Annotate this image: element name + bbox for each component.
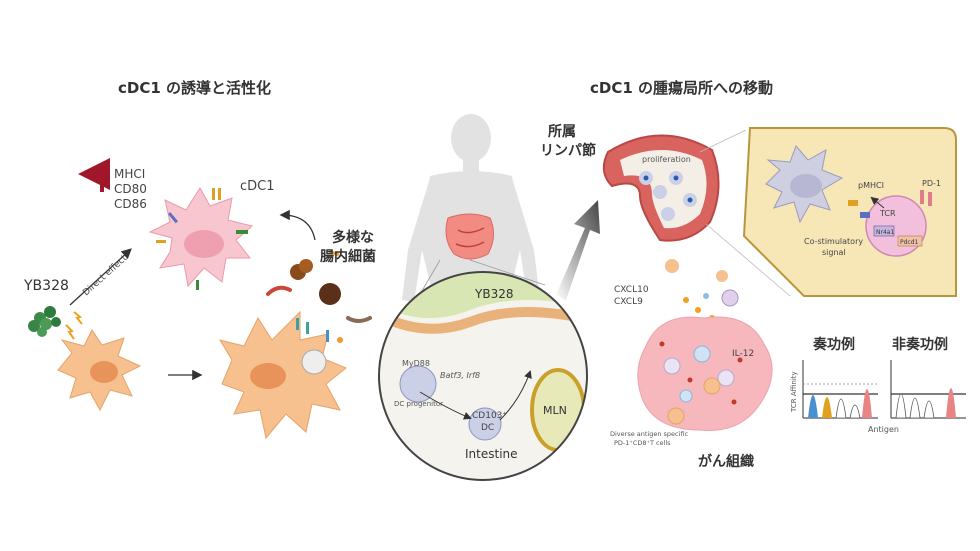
microbiota-label-2: 腸内細菌 bbox=[320, 248, 376, 265]
yb328-label: YB328 bbox=[23, 278, 69, 294]
direct-effect-label: Direct effect bbox=[81, 253, 129, 298]
zoom-batf3: Batf3, Irf8 bbox=[440, 371, 480, 380]
yb328-bacteria-cluster bbox=[28, 306, 61, 337]
cdc1-label: cDC1 bbox=[240, 179, 275, 194]
inset-costim-2: signal bbox=[822, 248, 846, 257]
inset-tcr: TCR bbox=[879, 209, 896, 218]
zoom-yb328: YB328 bbox=[474, 287, 513, 301]
nonresponder-label: 非奏功例 bbox=[892, 336, 948, 353]
spark-icon bbox=[73, 311, 83, 325]
inset-pd1: PD-1 bbox=[922, 179, 941, 188]
marker-mhci: MHCI bbox=[114, 167, 145, 181]
lymph-label-2: リンパ節 bbox=[540, 142, 596, 159]
migration-arrow bbox=[556, 200, 600, 300]
tcells-caption-2: PD-1⁺CD8⁺T cells bbox=[614, 439, 671, 447]
human-body-silhouette bbox=[402, 114, 540, 302]
spark-icon bbox=[65, 324, 75, 340]
marker-cd86: CD86 bbox=[114, 197, 147, 211]
inset-nr4a1: Nr4a1 bbox=[876, 229, 894, 236]
panel-xlabel: Antigen bbox=[868, 425, 899, 434]
zoom-cd103: CD103⁺ bbox=[472, 411, 507, 421]
tcells-caption-1: Diverse antigen specific bbox=[610, 430, 689, 438]
zoom-intestine: Intestine bbox=[465, 447, 518, 461]
zoom-myd88: MyD88 bbox=[402, 359, 430, 368]
intestine-icon bbox=[445, 213, 494, 260]
direct-effect-arrow bbox=[69, 248, 132, 306]
naive-dc-cell bbox=[57, 329, 142, 412]
zoom-dc: DC bbox=[481, 423, 494, 433]
responder-label: 奏功例 bbox=[812, 336, 855, 353]
mature-dc-cell bbox=[218, 310, 347, 440]
inset-costim-1: Co-stimulatory bbox=[804, 237, 863, 246]
microbiota-label-1: 多様な bbox=[332, 229, 374, 246]
inset-pmhci: pMHCI bbox=[858, 181, 884, 190]
panel-ylabel: TCR Affinity bbox=[790, 371, 798, 413]
activation-curve-arrow bbox=[279, 209, 316, 241]
chemokine-gradient bbox=[665, 259, 739, 323]
tumor-tissue bbox=[637, 316, 773, 431]
cxcl9-label: CXCL9 bbox=[614, 297, 643, 307]
responder-tcr-panel bbox=[802, 360, 878, 419]
zoom-mln: MLN bbox=[543, 404, 567, 417]
zoom-line bbox=[469, 259, 546, 286]
lymph-label-1: 所属 bbox=[548, 123, 576, 140]
proliferation-label: proliferation bbox=[642, 155, 691, 164]
cxcl10-label: CXCL10 bbox=[614, 285, 649, 295]
marker-cd80: CD80 bbox=[114, 182, 147, 196]
microbiota-cluster bbox=[266, 250, 372, 343]
zoom-dc-progenitor: DC progenitor bbox=[394, 400, 443, 408]
nonresponder-tcr-panel bbox=[890, 360, 966, 419]
zoom-line bbox=[699, 129, 747, 153]
activated-cdc1-cell bbox=[148, 187, 254, 290]
immune-synapse-inset bbox=[742, 127, 957, 297]
left-title: cDC1 の誘導と活性化 bbox=[118, 79, 271, 97]
lymph-node bbox=[602, 134, 720, 242]
zoom-line bbox=[705, 223, 791, 297]
il12-label: IL-12 bbox=[732, 349, 754, 359]
tumor-label: がん組織 bbox=[698, 453, 754, 470]
inset-pdcd1: Pdcd1 bbox=[900, 239, 919, 246]
right-title: cDC1 の腫瘍局所への移動 bbox=[590, 79, 773, 97]
